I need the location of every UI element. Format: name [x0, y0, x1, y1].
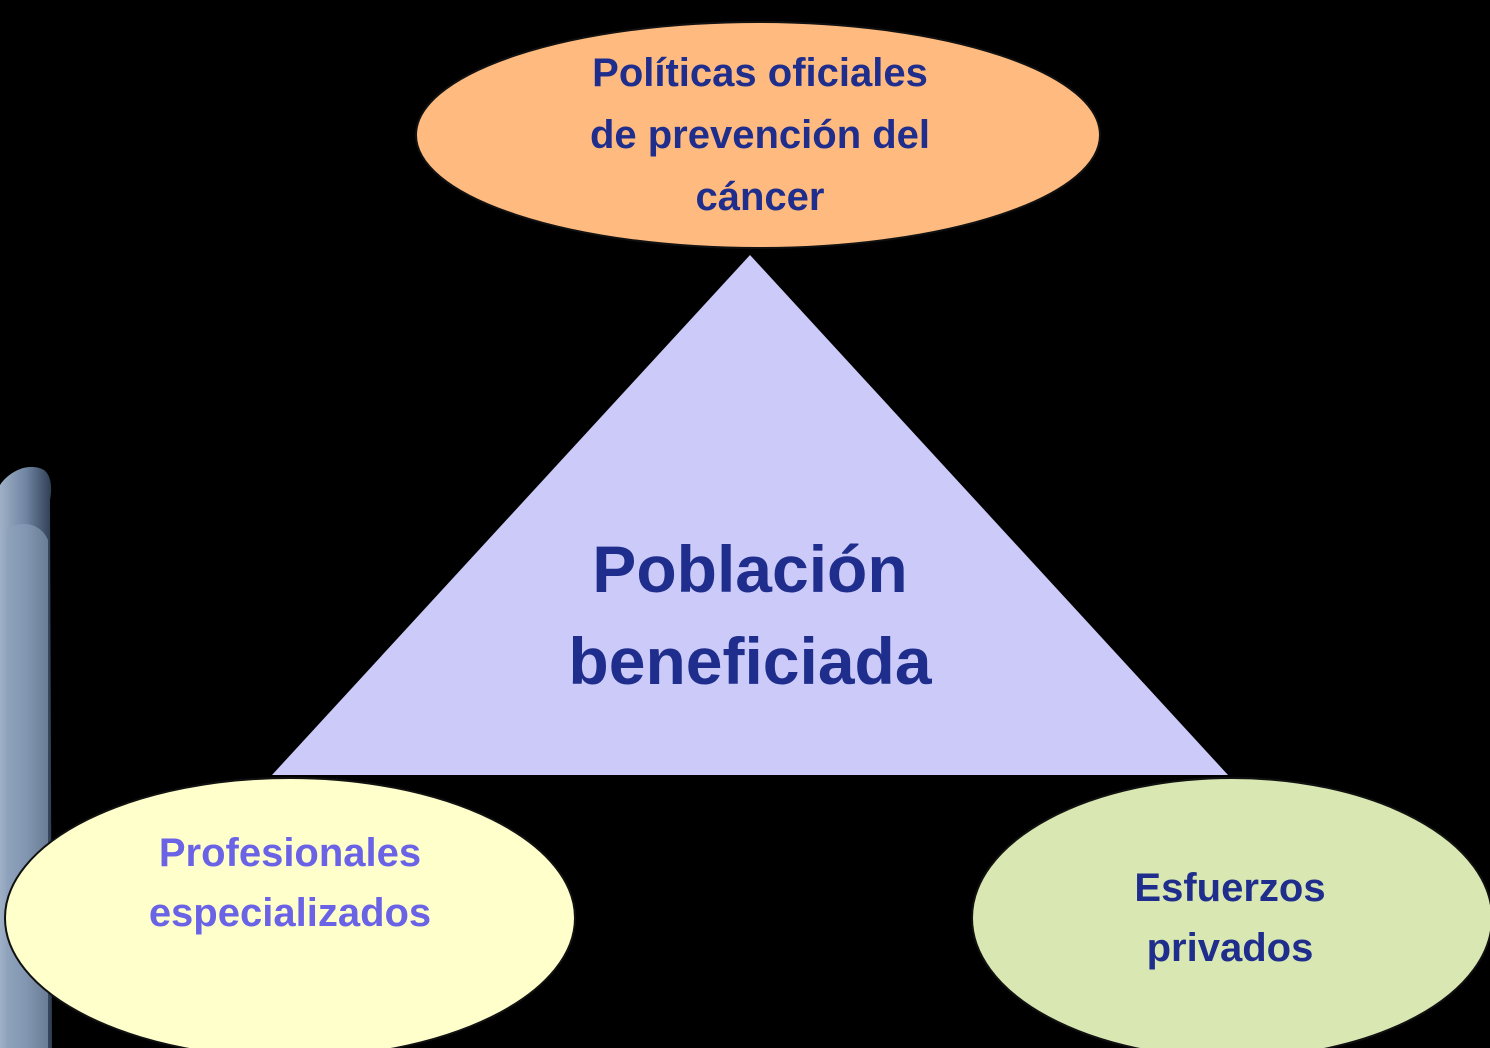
- center-triangle: [272, 255, 1228, 775]
- top-node-label: Políticas oficiales de prevención del cá…: [589, 51, 931, 219]
- left-node-label: Profesionales especializados: [148, 831, 432, 935]
- top-ellipse: [415, 21, 1101, 249]
- right-node-label: Esfuerzos privados: [1134, 866, 1326, 970]
- left-ellipse: [4, 777, 576, 1048]
- center-label: Población beneficiada: [568, 532, 932, 698]
- right-ellipse: [971, 777, 1490, 1048]
